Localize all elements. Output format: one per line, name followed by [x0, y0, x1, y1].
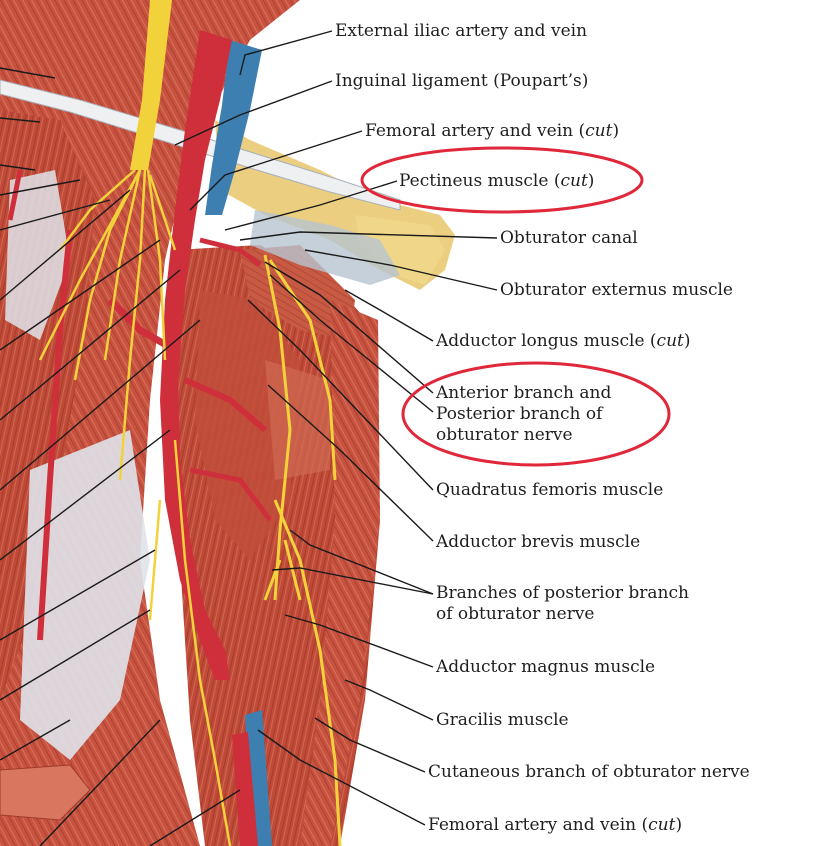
label-external-iliac: External iliac artery and vein [335, 21, 588, 41]
leader-adductor-longus [344, 289, 434, 342]
label-obturator-branches: Anterior branch and Posterior branch of … [436, 383, 612, 445]
label-femoral-artery-vein-top: Femoral artery and vein (cut) [365, 121, 620, 141]
leader-posterior-branches-b [271, 567, 434, 595]
femoral-nerve-branches [38, 169, 177, 481]
leader-obturator-externus [304, 249, 498, 291]
leader-femoral-bottom [257, 729, 426, 826]
leader-inguinal [174, 80, 333, 146]
label-obturator-externus: Obturator externus muscle [500, 280, 733, 300]
leader-adductor-brevis [267, 384, 434, 542]
artery-branch [199, 237, 262, 267]
leader-adductor-magnus [284, 614, 434, 668]
femoral-vein [205, 40, 262, 215]
highlight-ellipse-pectineus [360, 146, 644, 214]
femoral-artery [160, 30, 232, 680]
artery-branch [7, 169, 23, 221]
leader-cutaneous [314, 717, 426, 773]
label-gracilis: Gracilis muscle [436, 710, 569, 730]
leader-external-iliac [239, 30, 333, 76]
cut-muscle-stump [0, 764, 91, 821]
artery-branch [183, 377, 267, 433]
label-adductor-magnus: Adductor magnus muscle [436, 657, 656, 677]
obturator-nerve [263, 254, 342, 846]
artery-branch [37, 229, 73, 641]
label-adductor-longus: Adductor longus muscle (cut) [436, 331, 691, 351]
fascia-patch [5, 170, 70, 340]
label-cutaneous-branch: Cutaneous branch of obturator nerve [428, 762, 750, 782]
label-adductor-brevis: Adductor brevis muscle [436, 532, 641, 552]
femoral-artery-lower [232, 732, 258, 846]
fascia-patch [20, 430, 150, 760]
pubic-bone [355, 215, 445, 285]
leader-anterior-branch [264, 261, 434, 394]
label-pectineus: Pectineus muscle (cut) [399, 171, 595, 191]
highlight-ellipse-obturator [401, 361, 671, 467]
artery-branch [189, 467, 272, 522]
leader-posterior-branch [269, 274, 434, 413]
leader-femoral-top [189, 130, 363, 211]
leader-lines [0, 30, 498, 846]
leader-pectineus [224, 180, 398, 231]
obturator-membrane [250, 210, 400, 285]
leader-posterior-branches-a [289, 529, 434, 595]
muscle-band [265, 360, 330, 480]
leader-gracilis [344, 679, 434, 721]
label-quadratus-femoris: Quadratus femoris muscle [436, 480, 664, 500]
adductor-brevis [195, 290, 300, 560]
label-posterior-branches: Branches of posterior branch of obturato… [436, 583, 689, 624]
label-femoral-artery-vein-bottom: Femoral artery and vein (cut) [428, 815, 683, 835]
gracilis [300, 300, 380, 846]
label-obturator-canal: Obturator canal [500, 228, 638, 248]
leader-quadratus [247, 299, 434, 491]
femoral-nerve [130, 0, 172, 170]
leader-obturator-canal [239, 231, 498, 241]
label-inguinal-ligament: Inguinal ligament (Poupart’s) [335, 71, 589, 91]
saphenous-nerve [148, 439, 232, 846]
